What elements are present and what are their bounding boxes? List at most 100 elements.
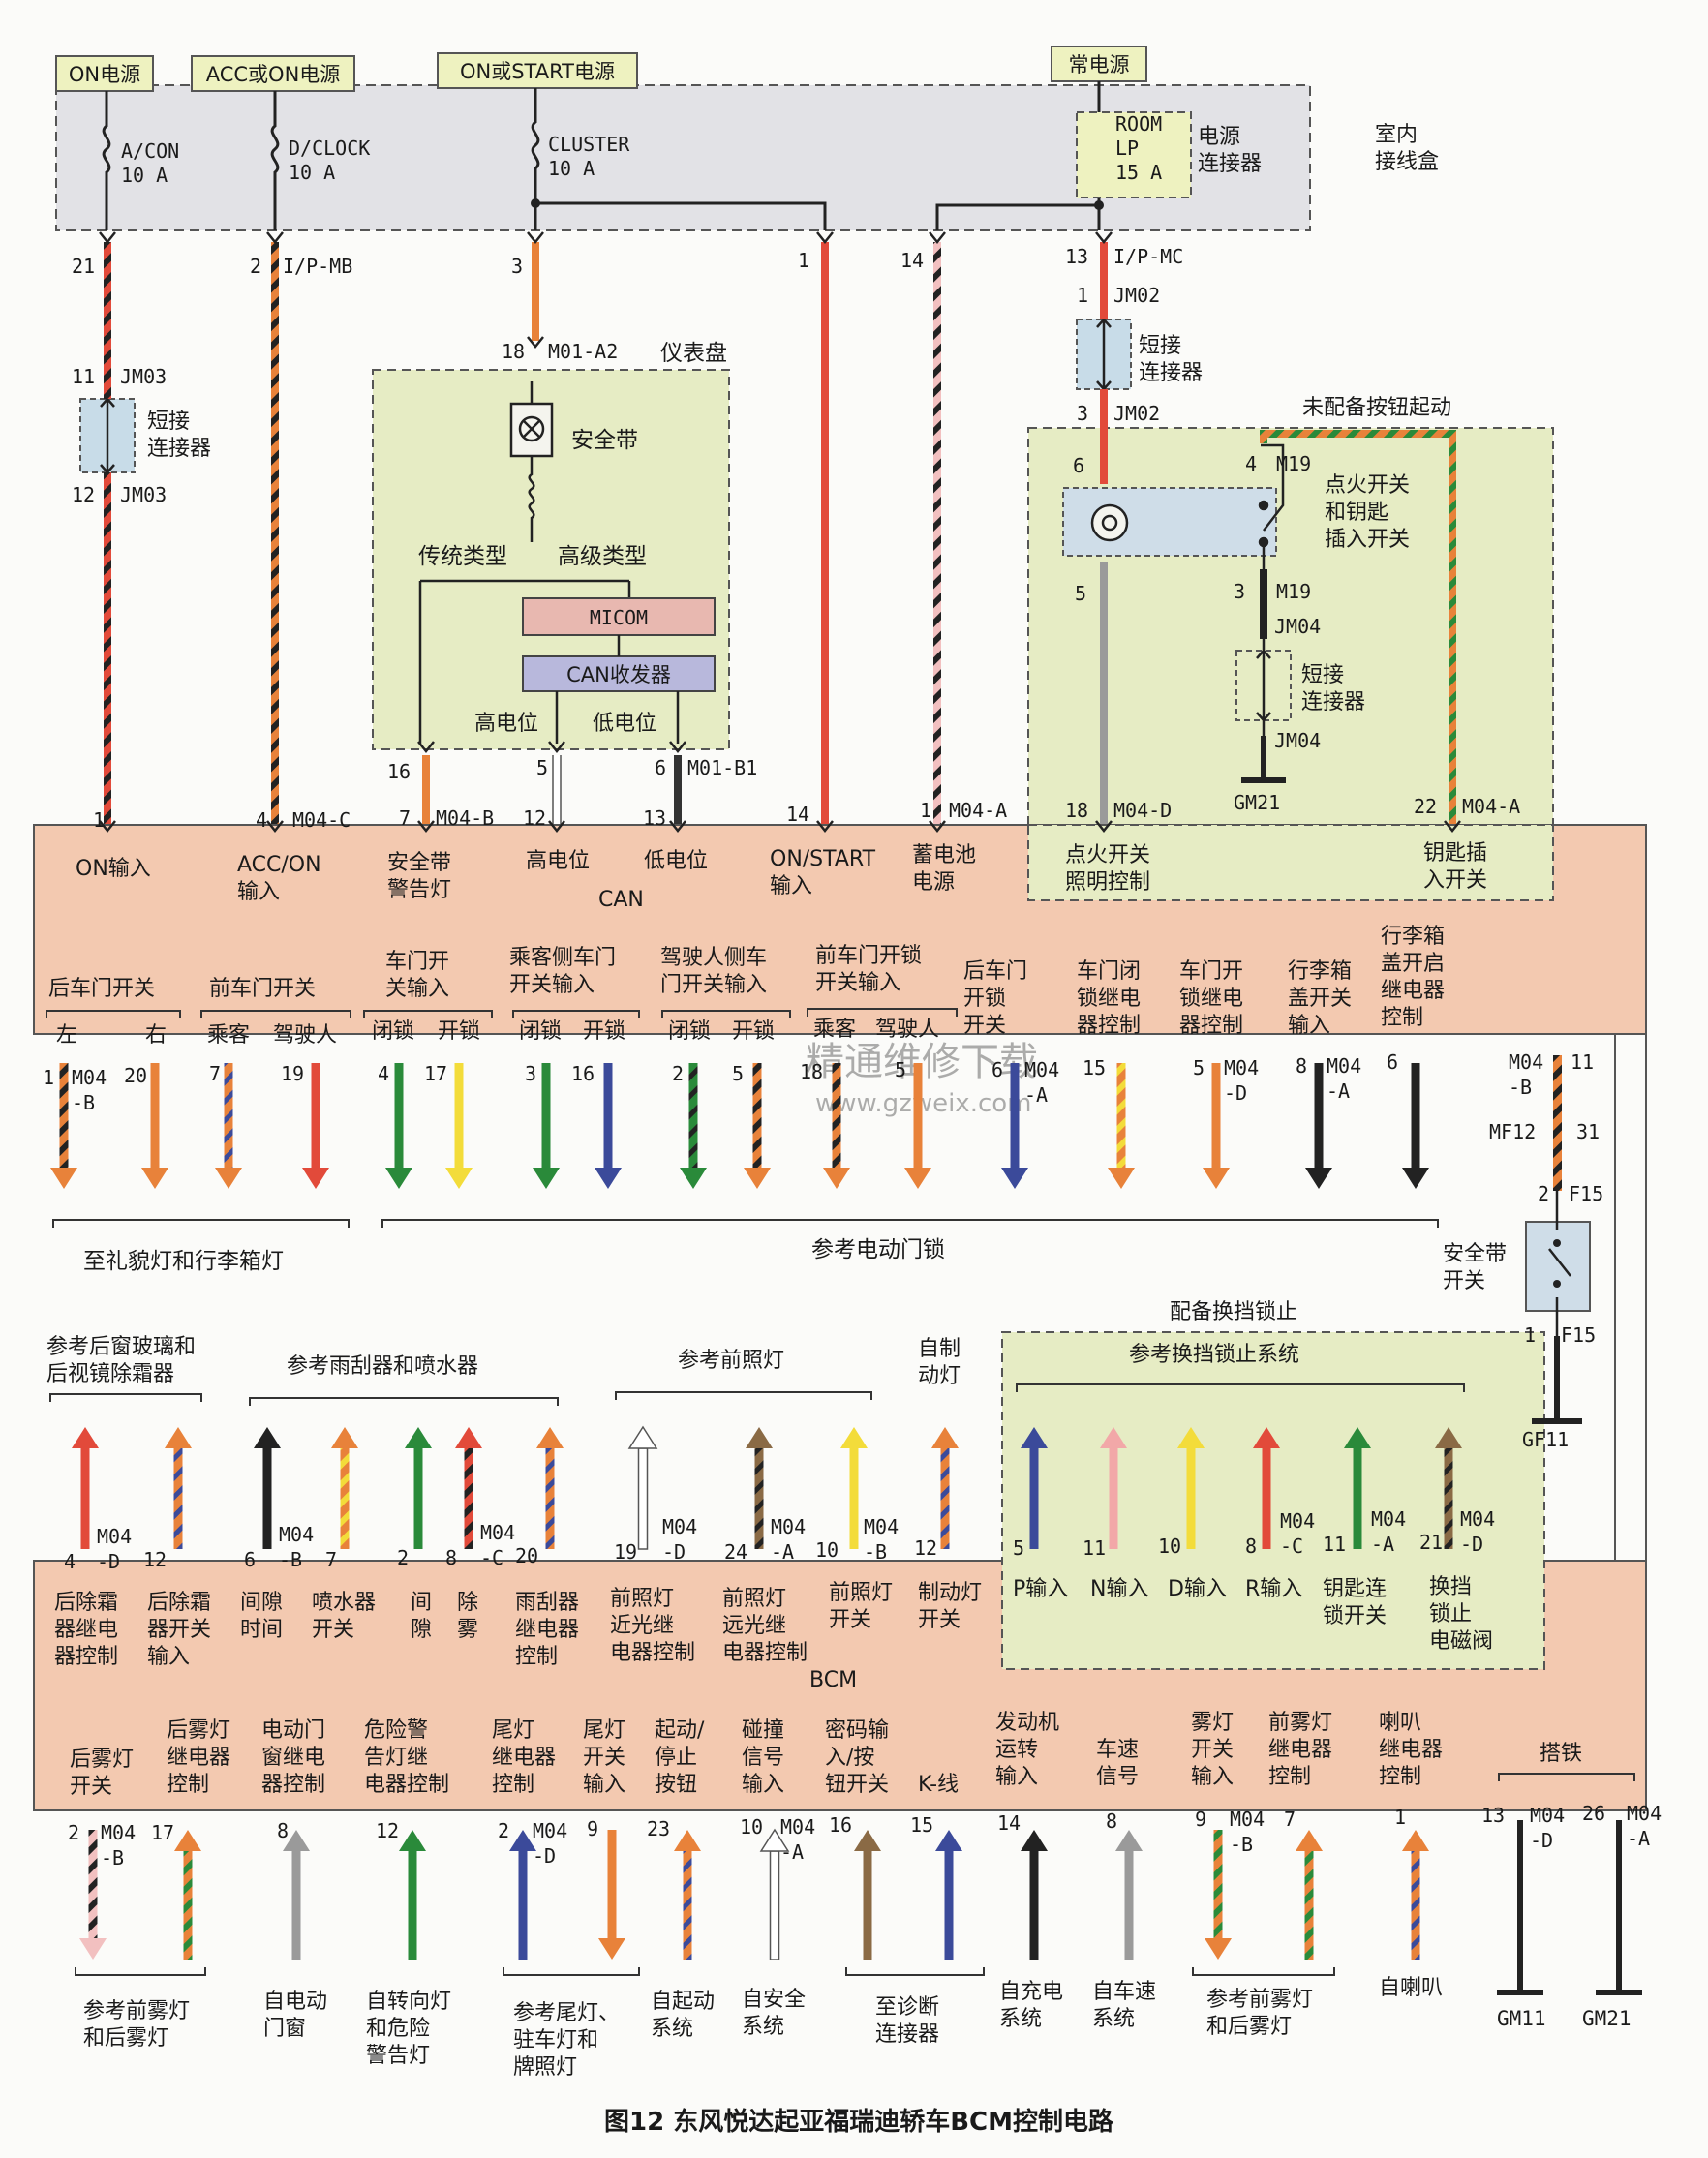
pin-label-a18: 18 [800,1060,823,1083]
pass-door-switch-2: 开关输入 [509,973,595,997]
front-unlock-switch-1: 前车门开锁 [815,944,922,968]
mid-label-8-2: 电器控制 [722,1641,808,1665]
pin-label-m04a2: M04-A [1462,795,1520,818]
wire-intermittent [405,1427,432,1549]
pin-label-gm21: GM21 [1234,791,1280,814]
pin-label-cm04b2: -B [279,1548,302,1571]
pin-label-dm04a3: M04 [1627,1802,1662,1825]
wire-front-door-driver [302,1063,329,1189]
pin-label-am04d: M04 [1224,1056,1259,1079]
bcm-bottom-band [33,1560,1647,1811]
pin-label-m19b: M19 [1276,580,1311,603]
wire-seatbelt-switch [1553,1055,1562,1191]
rear-unlock-1: 后车门 [963,959,1027,984]
watermark-url: www.gzweix.com [815,1089,1032,1118]
mid-label-1-1: 器开关 [147,1618,211,1642]
pin-label-b1: 1 [93,808,105,832]
pin-label-c12b: 12 [914,1536,937,1560]
traditional-type-label: 传统类型 [418,544,507,569]
lock-relay-3: 器控制 [1077,1014,1141,1038]
mid-label-1-0: 后除霜 [147,1591,211,1615]
bcm-bottom-labels: 后雾灯 开关 后雾灯 继电器 控制 电动门 窗继电 器控制 危险警 告灯继 电器… [70,1711,1443,1799]
bcm-ign-illum-1: 点火开关 [1065,843,1150,867]
pin-label-p6: 6 [655,756,666,779]
pin-label-b22: 22 [1414,795,1437,818]
pin-label-c20: 20 [515,1544,538,1567]
bref-3-0: 参考尾灯、 [513,2001,620,2025]
pin-label-c19: 19 [614,1540,637,1564]
wire-driver-door-unlock [744,1063,771,1189]
short-connector-jm03-label-1: 短接 [147,410,190,434]
micom-block: MICOM [522,597,716,636]
connector-mark-10 [266,231,284,245]
junction-box-label-2: 接线盒 [1375,150,1439,174]
pin-label-p18: 18 [502,340,525,363]
bref-8-0: 自车速 [1092,1980,1156,2004]
pin-label-c2: 2 [397,1546,409,1569]
bcm-mid-labels: 后除霜 器继电 器控制 后除霜 器开关 输入 间隙 时间 喷水器 开关 间 隙 … [54,1575,1493,1669]
pin-label-d14: 14 [997,1811,1021,1835]
wire-start-button [674,1830,701,1960]
bot-label-3-2: 电器控制 [364,1773,449,1797]
wire-front-door-passenger [215,1063,242,1189]
pin-label-m19p6: 6 [1073,454,1084,477]
can-low-label: 低电位 [593,712,656,736]
mid-label-0-1: 器继电 [54,1618,118,1642]
pin-label-m19a: M19 [1276,452,1311,475]
pin-label-dm04d4: -D [1530,1829,1553,1852]
pin-label-d2: 2 [68,1821,79,1844]
wire-headlamp-low [627,1425,658,1550]
bref-6-1: 连接器 [875,2022,939,2047]
bref-5-1: 系统 [742,2015,784,2039]
fuse-room-name: ROOM [1115,112,1162,136]
wire-pass-door-unlock [595,1063,622,1189]
bcm-top-band [33,824,1647,1035]
mid-label-2-0: 间隙 [240,1591,283,1615]
connector-mark-2 [417,820,435,834]
pin-label-b18: 18 [1065,799,1088,822]
mid-label-6-1: 继电器 [515,1618,579,1642]
pin-label-a6: 6 [991,1058,1003,1081]
mid-label-7-2: 电器控制 [610,1641,695,1665]
wire-immobilizer [854,1830,881,1960]
wire-p-input [1021,1427,1048,1549]
ref-power-door-lock: 参考电动门锁 [811,1237,945,1262]
pin-label-a7: 7 [209,1062,221,1085]
pin-label-jm03b: JM03 [120,483,167,506]
pin-label-p5: 5 [536,756,548,779]
bcm-label: BCM [809,1668,857,1692]
bot-label-12-2: 输入 [1191,1765,1234,1789]
wire-k-line [935,1830,962,1960]
bot-label-8-2: 钮开关 [825,1773,889,1797]
connector-mark-16 [417,741,435,754]
ground-gm21-symbol [1241,736,1286,783]
trunk-relay-1: 行李箱 [1381,925,1445,949]
pin-label-m04c: M04-C [292,808,351,832]
no-button-start-label: 未配备按钮起动 [1302,396,1451,420]
bot-label-11-0: 车速 [1096,1738,1139,1762]
mid-label-4-1: 隙 [411,1618,432,1642]
pin-label-p14: 14 [900,249,924,272]
pin-label-p12: 12 [72,483,95,506]
bref-3-2: 牌照灯 [513,2055,577,2080]
pin-label-am04a: M04 [1024,1058,1059,1081]
bcm-can-high: 高电位 [526,849,590,873]
pin-label-p3: 3 [511,255,523,278]
bref-0-0: 参考前雾灯 [83,1999,190,2023]
pin-label-d26: 26 [1582,1802,1605,1825]
pin-label-cm04c2: -C [480,1546,503,1569]
shift-lock-optional: 配备换挡锁止 [1170,1300,1297,1324]
bref-gm21: GM21 [1582,2007,1632,2030]
pin-label-dm04d3: M04 [1530,1804,1565,1827]
wire-hazard-relay [399,1830,426,1960]
pin-label-d2b: 2 [498,1819,509,1842]
wire-rear-door-right [141,1063,168,1189]
ref-shift-lock: 参考换挡锁止系统 [1129,1343,1299,1367]
pin-label-cm04c3: M04 [1280,1509,1315,1533]
pin-label-m01b1: M01-B1 [687,756,757,779]
trunk-switch-1: 行李箱 [1288,959,1352,984]
pin-label-c7: 7 [325,1548,337,1571]
mid-label-8-0: 前照灯 [722,1587,786,1611]
bcm-top-inputs: ON输入 ACC/ON 输入 安全带 警告灯 高电位 低电位 CAN ON/ST… [76,841,1487,912]
pin-label-dm04b3: M04 [1230,1808,1265,1831]
